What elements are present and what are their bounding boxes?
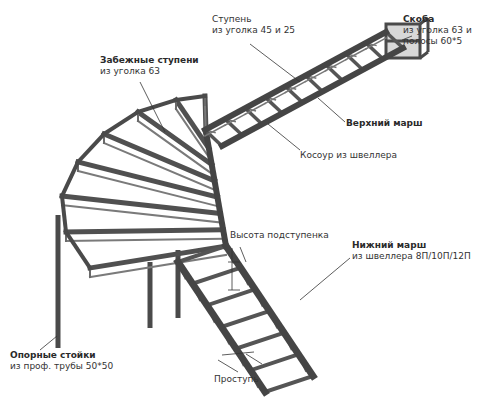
- upper-step-rung: [346, 54, 363, 70]
- upper-step-rung: [326, 65, 343, 81]
- part-label: Косоур из швеллера: [300, 150, 397, 161]
- dimension-label: Проступь: [214, 374, 259, 385]
- winder-step-frame: [104, 143, 215, 190]
- winder-step-frame: [138, 121, 212, 174]
- lower-stringer: [226, 246, 313, 376]
- upper-step-rung: [225, 119, 242, 135]
- upper-stringer: [222, 48, 403, 146]
- lower-step-rung: [207, 289, 255, 305]
- winder-step-frame: [66, 239, 223, 241]
- winder-step-frame: [78, 171, 217, 206]
- part-label: из уголка 63: [100, 66, 160, 77]
- part-label: Забежные ступени: [100, 55, 199, 66]
- lower-step-rung: [222, 311, 270, 327]
- part-label: из уголка 45 и 25: [212, 25, 295, 36]
- winder-inner-stringer: [206, 132, 226, 246]
- part-label: Опорные стойки: [10, 350, 96, 361]
- upper-step-rung: [386, 32, 403, 48]
- lower-step-rung: [193, 268, 241, 284]
- dimension-label: Высота подступенка: [230, 230, 329, 241]
- winder-outer-frame: [66, 232, 90, 268]
- upper-step-rung: [245, 108, 262, 124]
- winder-step: [90, 246, 226, 268]
- lower-step-rung: [251, 354, 299, 370]
- winder-outer-frame: [138, 100, 176, 112]
- lower-step-rung: [265, 376, 313, 392]
- support-posts: [58, 215, 178, 348]
- part-label: из швеллера 8П/10П/12П: [352, 251, 471, 262]
- lower-step-rung: [178, 246, 226, 262]
- upper-step-rung: [205, 130, 222, 146]
- part-label: Нижний марш: [352, 240, 426, 251]
- winder-step: [78, 162, 217, 197]
- winder-step: [66, 230, 223, 232]
- part-label: Ступень: [212, 14, 251, 25]
- winder-step: [62, 196, 220, 213]
- part-label: Скоба: [403, 14, 434, 25]
- winder-step-frame: [90, 255, 226, 277]
- winder-outer-frame: [62, 196, 66, 232]
- part-label: из уголка 63 и полосы 60*5: [403, 25, 483, 47]
- lower-step-rung: [236, 333, 284, 349]
- part-label: из проф. трубы 50*50: [10, 361, 113, 372]
- winder-outer-frame: [176, 96, 205, 100]
- leader-lines: [40, 36, 412, 372]
- winder-outer-frame: [62, 162, 78, 196]
- winder-outer-frame: [104, 112, 138, 134]
- winder-outer-frame: [78, 134, 104, 162]
- upper-step-rung: [366, 43, 383, 59]
- upper-step-rung: [285, 86, 302, 102]
- upper-step-rung: [265, 97, 282, 113]
- upper-step-rung: [306, 76, 323, 92]
- part-label: Верхний марш: [346, 118, 423, 129]
- winder-step-frame: [62, 205, 220, 222]
- upper-stringer: [205, 32, 386, 130]
